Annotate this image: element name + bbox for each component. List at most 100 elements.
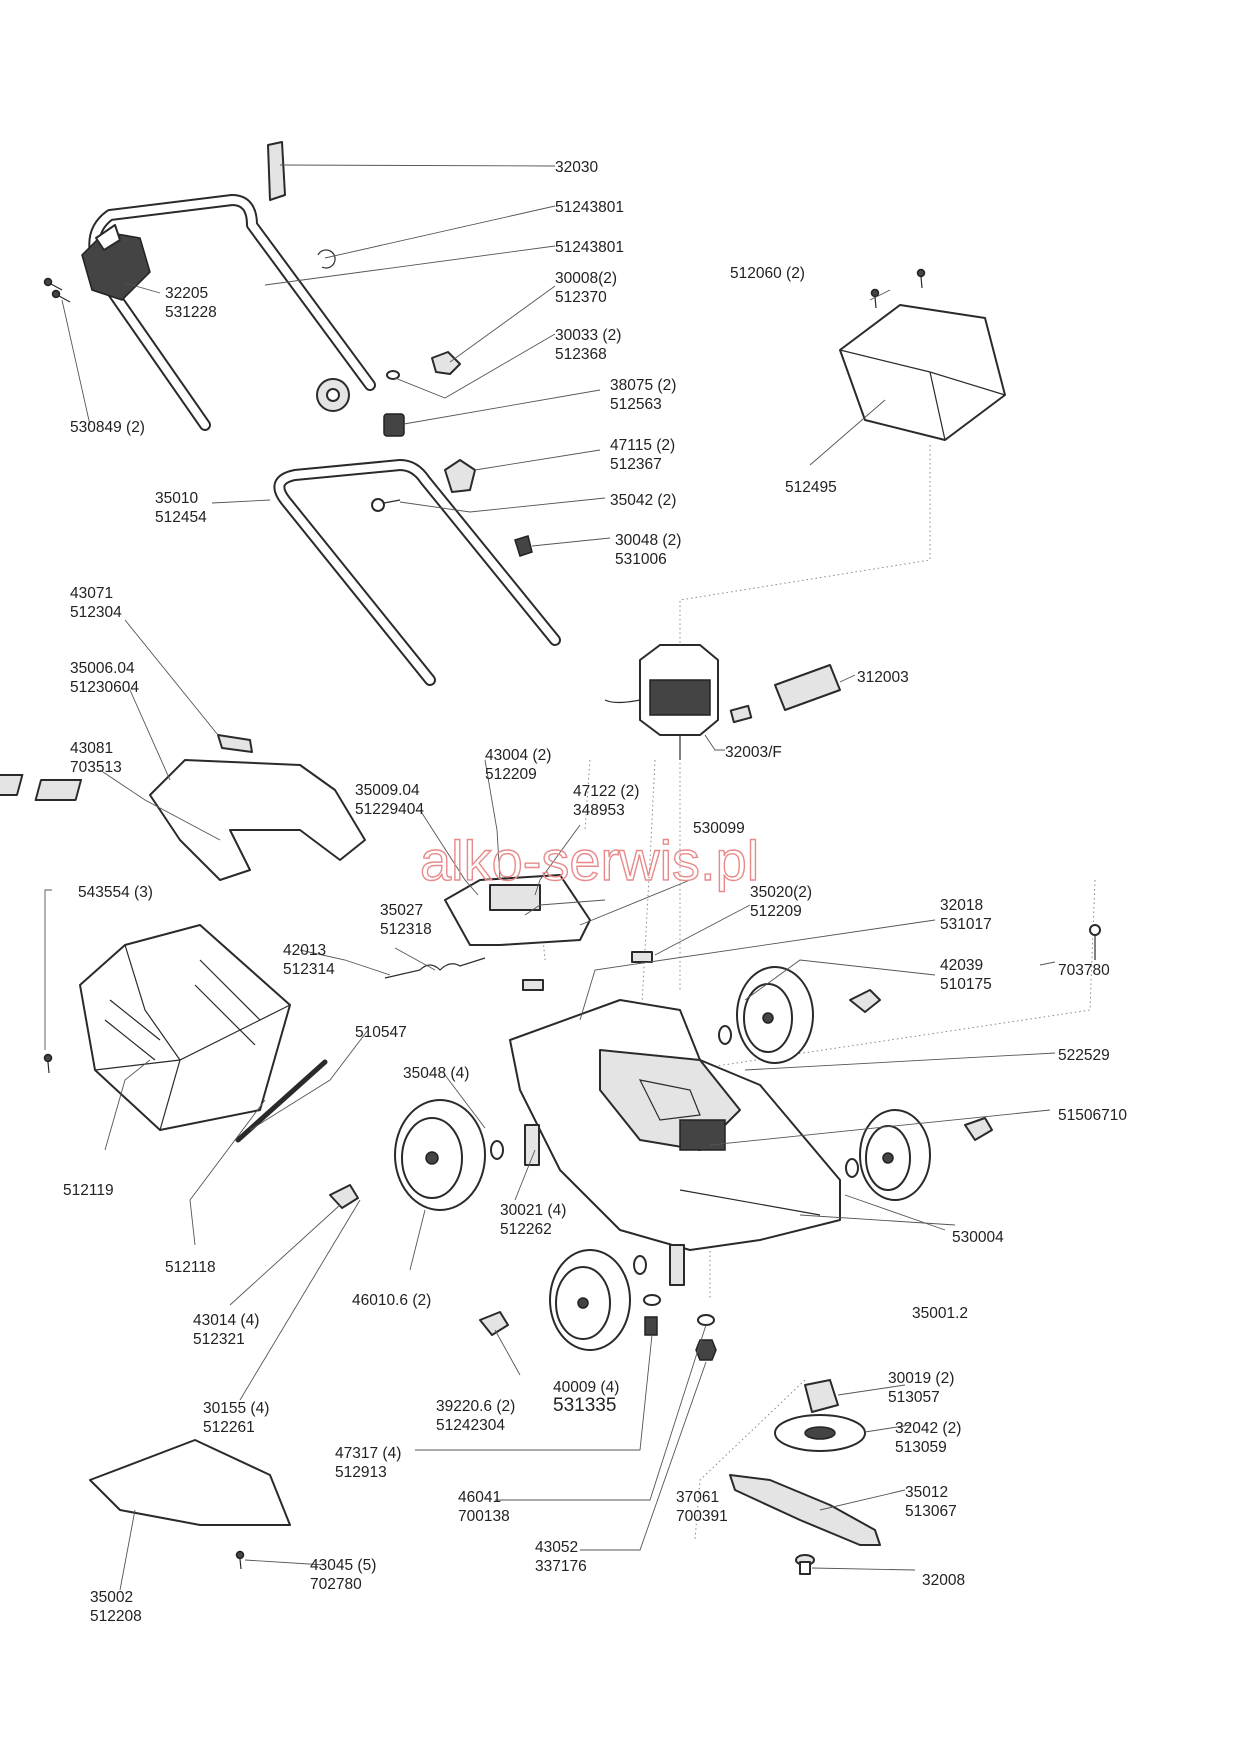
part-number-label: 51243801: [555, 199, 624, 216]
screw-543554-part: [43, 1053, 53, 1074]
part-number-label: 512209: [485, 766, 537, 783]
part-number-label: 46010.6 (2): [352, 1292, 431, 1309]
part-number-label: 512318: [380, 921, 432, 938]
leader-lines: [44, 164, 1056, 1591]
part-number-label: 32008: [922, 1572, 965, 1589]
part-number-label: 32205: [165, 285, 208, 302]
part-number-label: 32030: [555, 159, 598, 176]
part-number-label: 51229404: [355, 801, 424, 818]
part-number-label: 51243801: [555, 239, 624, 256]
part-number-label: 43045 (5): [310, 1557, 376, 1574]
part-number-label: 42013: [283, 942, 326, 959]
part-number-label: 512495: [785, 479, 837, 496]
part-number-label: 312003: [857, 669, 909, 686]
part-number-label: 51242304: [436, 1417, 505, 1434]
part-number-label: 43052: [535, 1539, 578, 1556]
part-number-label: 35012: [905, 1484, 948, 1501]
mower-deck-part: [509, 999, 841, 1251]
washer-part: [633, 1255, 647, 1275]
washer-40009-part: [643, 1294, 661, 1306]
part-number-label: 30021 (4): [500, 1202, 566, 1219]
part-number-label: 35006.04: [70, 660, 135, 677]
part-number-label: 32042 (2): [895, 1420, 961, 1437]
wheel-knob-part: [964, 1117, 993, 1141]
wheel-front-left-part: [394, 1099, 486, 1211]
part-number-label: 43004 (2): [485, 747, 551, 764]
part-number-label: 512563: [610, 396, 662, 413]
part-number-label: 30155 (4): [203, 1400, 269, 1417]
capacitor-part: [774, 664, 841, 711]
part-number-label: 531228: [165, 304, 217, 321]
part-number-label: 337176: [535, 1558, 587, 1575]
cable-clip-part: [267, 141, 286, 201]
part-number-label: 703780: [1058, 962, 1110, 979]
part-number-label: 30033 (2): [555, 327, 621, 344]
washer-46041-part: [697, 1314, 715, 1326]
part-number-label: 512261: [203, 1419, 255, 1436]
wheel-knob-part: [329, 1184, 359, 1209]
wing-nut-part: [431, 351, 461, 375]
part-number-label: 40009 (4): [553, 1379, 619, 1396]
part-number-label: 531006: [615, 551, 667, 568]
part-number-label: 43081: [70, 740, 113, 757]
motor-part: [604, 644, 719, 760]
part-number-label: 30019 (2): [888, 1370, 954, 1387]
part-number-label: 543554 (3): [78, 884, 153, 901]
part-number-label: 35020(2): [750, 884, 812, 901]
part-number-label: 703513: [70, 759, 122, 776]
part-number-label: 531017: [940, 916, 992, 933]
part-number-label: 702780: [310, 1576, 362, 1593]
spring-part: [383, 413, 405, 437]
part-number-label: 512060 (2): [730, 265, 805, 282]
part-number-label: 32018: [940, 897, 983, 914]
lower-handle-part: [273, 459, 561, 686]
rear-deflector-part: [89, 1439, 291, 1526]
spring-holder-part: [444, 874, 591, 946]
screw-530849-part: [43, 277, 71, 303]
fan-part: [774, 1414, 866, 1452]
part-number-label: 530099: [693, 820, 745, 837]
wheel-knob-part: [849, 989, 881, 1013]
part-number-label: 530004: [952, 1229, 1004, 1246]
nut-30048-part: [514, 535, 533, 557]
parts-artwork: [0, 141, 1101, 1575]
part-number-label: 51506710: [1058, 1107, 1127, 1124]
part-number-label: 700391: [676, 1508, 728, 1525]
assembly-guides: [539, 445, 1096, 1541]
part-number-label: 512118: [165, 1259, 216, 1276]
part-number-labels: 3203051243801512438013220553122830008(2)…: [63, 159, 1127, 1625]
part-number-label: 512368: [555, 346, 607, 363]
part-number-label: 512370: [555, 289, 607, 306]
part-number-label: 30048 (2): [615, 532, 681, 549]
part-number-label: 35001.2: [912, 1305, 968, 1322]
block-32018-part: [522, 979, 544, 991]
part-number-label: 43014 (4): [193, 1312, 259, 1329]
part-number-label: 43071: [70, 585, 113, 602]
part-number-label: 512208: [90, 1608, 142, 1625]
part-number-label: 512262: [500, 1221, 552, 1238]
wheel-rear-left-part: [549, 1249, 631, 1351]
part-number-label: 512913: [335, 1464, 387, 1481]
part-number-label: 531335: [553, 1395, 616, 1416]
washer-part: [490, 1140, 504, 1160]
part-number-label: 522529: [1058, 1047, 1110, 1064]
axle-bracket-part: [524, 1124, 540, 1166]
part-number-label: 512454: [155, 509, 207, 526]
wheel-knob-part: [479, 1311, 509, 1336]
part-number-label: 348953: [573, 802, 625, 819]
part-number-label: 47115 (2): [610, 437, 675, 454]
bolt-35042-part: [371, 498, 401, 512]
part-number-label: 35009.04: [355, 782, 420, 799]
part-number-label: 512304: [70, 604, 122, 621]
part-number-label: 38075 (2): [610, 377, 676, 394]
washer-part: [845, 1158, 859, 1178]
part-number-label: 35010: [155, 490, 198, 507]
blade-part: [729, 1474, 881, 1546]
part-number-label: 513059: [895, 1439, 947, 1456]
rear-flap-part: [0, 759, 366, 881]
bolt-40009-part: [644, 1316, 658, 1336]
part-number-label: 530849 (2): [70, 419, 145, 436]
wheel-front-right-part: [859, 1109, 931, 1201]
motor-cover-part: [839, 304, 1006, 441]
